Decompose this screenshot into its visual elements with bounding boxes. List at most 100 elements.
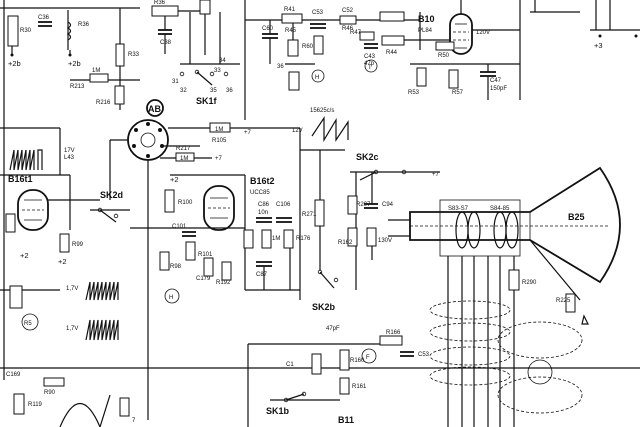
label-plus2-b: +2 — [58, 257, 67, 266]
label-c38: C38 — [160, 40, 172, 46]
label-c86: C86 — [258, 202, 270, 208]
marker-h-top: H — [315, 75, 319, 81]
label-b16t1: B16t1 — [8, 174, 33, 184]
pin-35: 35 — [210, 88, 217, 94]
page-number: 7 — [132, 418, 136, 424]
label-r105: R105 — [212, 138, 227, 144]
label-r98: R98 — [170, 264, 182, 270]
label-130v: 130V — [378, 238, 392, 244]
label-c106: C106 — [276, 202, 291, 208]
label-plus2-a: +2 — [20, 251, 29, 260]
label-c43: C43 — [364, 54, 376, 60]
label-r36c: 36 — [277, 64, 284, 70]
label-r60: R60 — [302, 44, 314, 50]
label-r33: R33 — [128, 52, 140, 58]
value-1m-b: 1M — [215, 127, 223, 133]
label-r213: R213 — [70, 84, 85, 90]
label-r36b: R36 — [154, 0, 166, 6]
label-sk2c: SK2c — [356, 152, 379, 162]
label-10n: 10n — [258, 210, 268, 216]
label-r41: R41 — [284, 7, 296, 13]
label-15625cs: 15625c/s — [310, 108, 334, 114]
label-r119: R119 — [28, 402, 43, 408]
label-r166: R166 — [386, 330, 401, 336]
label-r176: R176 — [296, 236, 311, 242]
label-r217: R217 — [176, 146, 191, 152]
label-r160: R160 — [350, 358, 365, 364]
label-ab: AB — [148, 104, 161, 114]
label-r162: R162 — [338, 240, 353, 246]
label-r100: R100 — [178, 200, 193, 206]
label-b16t2: B16t2 — [250, 176, 275, 186]
label-sk2d: SK2d — [100, 190, 123, 200]
label-c60: C60 — [262, 26, 274, 32]
connector-ab: AB — [109, 99, 200, 420]
label-plus2-c: +2 — [170, 175, 179, 184]
label-plus3: +3 — [594, 41, 603, 50]
label-c87: C87 — [256, 272, 268, 278]
label-r99: R99 — [72, 242, 84, 248]
label-sk1b: SK1b — [266, 406, 290, 416]
switch-sk1f: 31 32 33 34 35 36 SK1f — [172, 58, 240, 106]
label-150pf: 150pF — [490, 86, 507, 92]
deflection-yoke — [429, 300, 583, 414]
label-17v: 17V — [64, 148, 75, 154]
label-c52: C52 — [342, 8, 354, 14]
switch-sk2c: SK2c +7 — [350, 152, 440, 290]
label-pl84: PL84 — [418, 28, 433, 34]
label-c53: C53 — [312, 10, 324, 16]
label-r192: R192 — [216, 280, 231, 286]
marker-t: T — [368, 65, 372, 71]
label-c101: C101 — [172, 224, 187, 230]
label-c47: C47 — [490, 78, 502, 84]
label-r161: R161 — [352, 384, 367, 390]
label-plus2b-b: +2b — [68, 59, 81, 68]
label-r90: R90 — [44, 390, 56, 396]
left-oscillograms: 17V L43 1,7V 1,7V — [9, 148, 119, 341]
waveform-block: 15625c/s 12V — [292, 108, 349, 300]
label-47p: 47p — [364, 61, 375, 67]
marker-f: F — [366, 355, 370, 361]
value-1m-c: 1M — [180, 156, 188, 162]
label-r225: R225 — [556, 298, 571, 304]
value-1m-a: 1M — [92, 68, 100, 74]
crt-b25: B25 S83-S7 S84-85 R290 R225 — [409, 166, 621, 427]
label-plus7-b: +7 — [215, 156, 223, 162]
label-r207: R207 — [356, 202, 371, 208]
label-c94: C94 — [382, 202, 394, 208]
label-47pf: 47pF — [326, 326, 340, 332]
label-r30: R30 — [20, 28, 32, 34]
label-b10: B10 — [418, 14, 435, 24]
c86-c106-block: C86 C106 10n 1M R176 C87 — [243, 202, 311, 291]
pin-31: 31 — [172, 79, 179, 85]
bottom-section: C1 47pF R160 R161 F R166 C53 SK1b B11 R1… — [0, 326, 640, 427]
label-r46: R46 — [342, 26, 354, 32]
label-120v: 120V — [476, 30, 490, 36]
label-r44: R44 — [386, 50, 398, 56]
label-1-7v-a: 1,7V — [66, 286, 78, 292]
top-middle-rc-network: R41 C60 R45 C53 R60 C52 R46 R47 R44 C43 … — [244, 0, 440, 120]
label-b25: B25 — [568, 212, 585, 222]
label-r47: R47 — [350, 30, 362, 36]
label-r36a: R36 — [78, 22, 90, 28]
label-r101: R101 — [198, 252, 213, 258]
label-c1: C1 — [286, 362, 294, 368]
top-center-section: R36 C38 — [151, 0, 221, 64]
pin-36: 36 — [226, 88, 233, 94]
label-coil-b: S84-85 — [490, 206, 510, 212]
label-plus7-c: +7 — [432, 172, 440, 178]
label-plus2b-a: +2b — [8, 59, 21, 68]
label-b11: B11 — [338, 415, 354, 425]
label-r57: R57 — [452, 90, 464, 96]
label-r290: R290 — [522, 280, 537, 286]
top-left-section: R30 C36 R36 +2b +2b R33 — [0, 7, 140, 80]
tube-b10: B10 PL84 R50 R53 R57 120V C47 150pF — [408, 0, 521, 100]
label-sk2b: SK2b — [312, 302, 336, 312]
label-c179: C179 — [196, 276, 211, 282]
label-12v: 12V — [292, 128, 303, 134]
switch-sk2b: R271 SK2b — [302, 150, 339, 312]
label-1-7v-b: 1,7V — [66, 326, 78, 332]
tube-b16t1: B16t1 R99 +2 +2 R5 — [0, 174, 100, 331]
label-plus7-a: +7 — [244, 130, 252, 136]
